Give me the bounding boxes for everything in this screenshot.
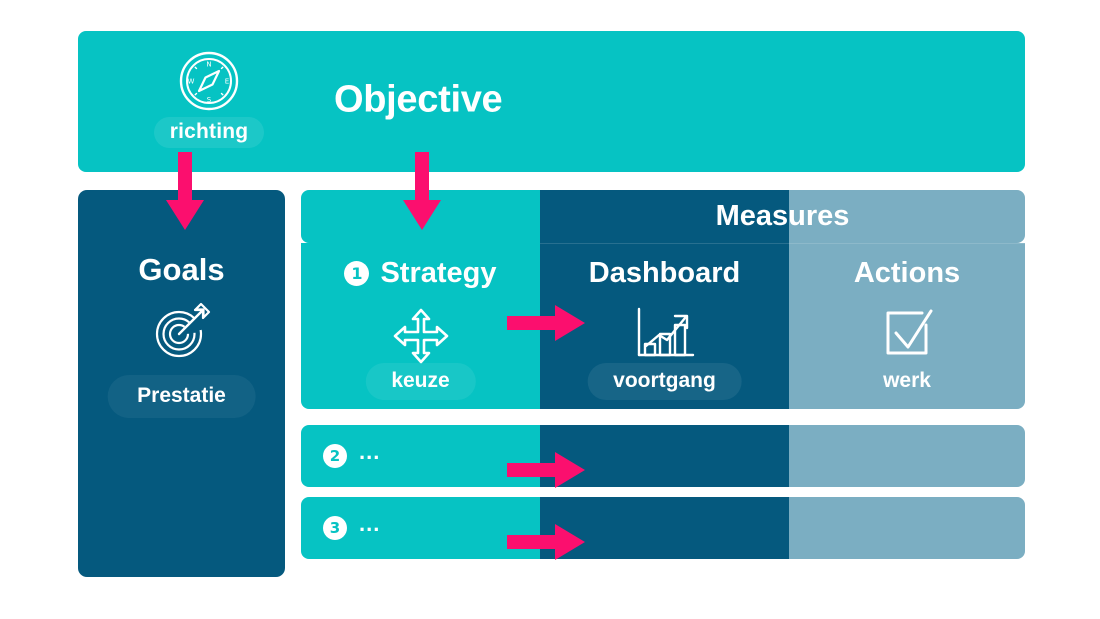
dashboard-title: Dashboard xyxy=(588,257,741,289)
row-3-number-badge: 3 xyxy=(323,516,347,540)
goals-panel[interactable]: Goals Prestatie xyxy=(78,190,285,577)
measures-header-label: Measures xyxy=(715,200,850,232)
arrow-strategy-to-dashboard-2 xyxy=(507,452,585,488)
goals-title: Goals xyxy=(138,252,225,287)
checkbox-check-icon xyxy=(789,305,1025,363)
strategy-cell[interactable]: 1 Strategy keuze xyxy=(301,243,540,409)
measures-row-3[interactable]: 3 ... xyxy=(301,497,1025,559)
svg-text:N: N xyxy=(206,61,211,69)
row-2-number-badge: 2 xyxy=(323,444,347,468)
row-2-actions-cell[interactable] xyxy=(789,425,1025,487)
measures-grid: Measures 1 Strategy keuze Dashboard xyxy=(301,190,1025,577)
measures-header-row: Measures xyxy=(301,190,1025,243)
strategy-number-badge: 1 xyxy=(344,261,370,286)
actions-sublabel: werk xyxy=(883,369,931,392)
objective-sublabel: richting xyxy=(153,117,265,148)
four-way-arrows-icon xyxy=(301,305,540,367)
row-2-label: ... xyxy=(359,439,381,464)
arrow-objective-to-strategy xyxy=(403,152,441,230)
svg-text:E: E xyxy=(225,78,229,86)
dashboard-cell[interactable]: Dashboard voortgang xyxy=(540,243,789,409)
measures-row-2[interactable]: 2 ... xyxy=(301,425,1025,487)
row-3-content: 3 ... xyxy=(323,497,380,559)
row-3-actions-cell[interactable] xyxy=(789,497,1025,559)
strategy-sublabel: keuze xyxy=(365,363,476,400)
measures-row-1[interactable]: 1 Strategy keuze Dashboard xyxy=(301,243,1025,409)
strategy-head: 1 Strategy xyxy=(301,257,540,290)
objective-icon-block: N S E W richting xyxy=(153,49,265,148)
row-2-dashboard-cell[interactable] xyxy=(540,425,789,487)
actions-cell[interactable]: Actions werk xyxy=(789,243,1025,409)
growth-chart-icon xyxy=(540,305,789,363)
objective-panel[interactable]: N S E W richting Objective xyxy=(78,31,1025,172)
arrow-strategy-to-dashboard-1 xyxy=(507,305,585,341)
target-arrow-icon xyxy=(78,300,285,362)
svg-text:S: S xyxy=(207,96,212,104)
header-cell-actions xyxy=(789,190,1025,243)
compass-icon: N S E W xyxy=(177,49,241,113)
measures-separator xyxy=(540,243,1025,244)
row-2-content: 2 ... xyxy=(323,425,380,487)
actions-title: Actions xyxy=(853,257,961,289)
arrow-objective-to-goals xyxy=(166,152,204,230)
objective-title: Objective xyxy=(334,77,503,120)
strategy-title: Strategy xyxy=(380,257,497,289)
row-3-label: ... xyxy=(359,511,381,536)
goals-sublabel: Prestatie xyxy=(107,375,256,418)
arrow-strategy-to-dashboard-3 xyxy=(507,524,585,560)
svg-text:W: W xyxy=(188,78,195,86)
dashboard-sublabel: voortgang xyxy=(587,363,742,400)
row-3-dashboard-cell[interactable] xyxy=(540,497,789,559)
header-cell-dashboard xyxy=(540,190,789,243)
